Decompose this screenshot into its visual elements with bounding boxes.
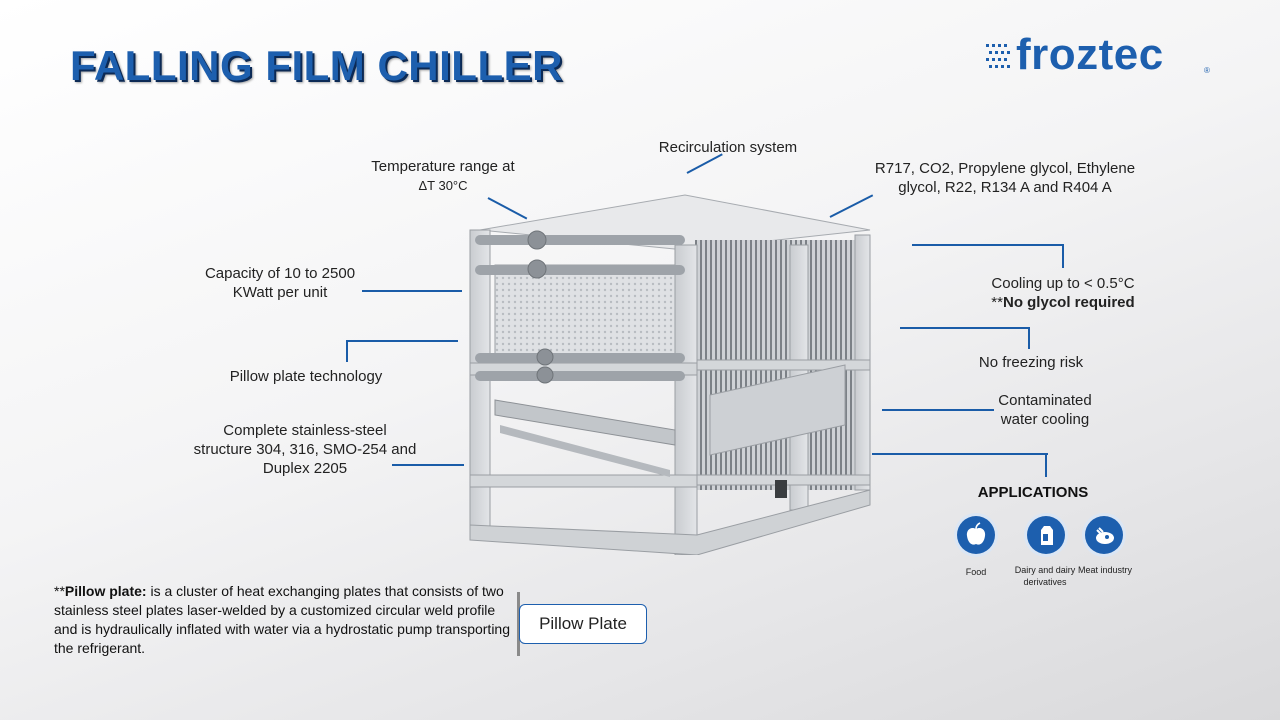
- chiller-machine-illustration: [469, 194, 871, 555]
- label-cooling-prefix: **: [991, 294, 1003, 311]
- label-refrigerants: R717, CO2, Propylene glycol, Ethylene gl…: [850, 159, 1160, 197]
- footnote-text: is a cluster of heat exchanging plates t…: [54, 583, 511, 656]
- label-contaminated-line1: Contaminated: [998, 392, 1092, 409]
- app-label-dairy: Dairy and dairy derivatives: [1014, 565, 1076, 587]
- label-stainless-line3: Duplex 2205: [262, 460, 348, 477]
- leader-line-stainless: [392, 464, 464, 466]
- page-title: FALLING FILM CHILLER: [70, 42, 563, 89]
- label-stainless-structure: Complete stainless-steel structure 304, …: [180, 421, 430, 478]
- label-pillow-technology: Pillow plate technology: [229, 368, 383, 385]
- pillow-plate-footnote: **Pillow plate: is a cluster of heat exc…: [54, 582, 514, 658]
- leader-line-cooling-vertical: [1062, 244, 1064, 268]
- label-refrigerants-line1: R717, CO2, Propylene glycol, Ethylene: [874, 160, 1136, 177]
- app-label-meat: Meat industry: [1077, 565, 1133, 575]
- leader-line-applications: [872, 453, 1048, 455]
- divider-bar: [517, 592, 520, 656]
- label-stainless-line2: structure 304, 316, SMO-254 and: [193, 441, 417, 458]
- label-capacity: Capacity of 10 to 2500 KWatt per unit: [180, 264, 380, 302]
- leader-line-pillow-vertical: [346, 340, 348, 362]
- app-label-food: Food: [965, 567, 987, 577]
- label-temperature-range: Temperature range at ΔT 30°C: [350, 157, 536, 195]
- label-recirculation: Recirculation system: [658, 139, 798, 156]
- applications-title: APPLICATIONS: [977, 484, 1089, 501]
- apple-icon: [957, 516, 995, 554]
- leader-line-freezing-vertical: [1028, 327, 1030, 349]
- leader-line-applications-vertical: [1045, 453, 1047, 477]
- footnote-prefix: **: [54, 583, 65, 599]
- leader-line-pillow: [346, 340, 458, 342]
- label-temperature-line1: Temperature range at: [371, 158, 515, 175]
- label-cooling-line2: No glycol required: [1002, 294, 1135, 311]
- pillow-plate-button[interactable]: Pillow Plate: [519, 604, 647, 644]
- footnote-term: Pillow plate:: [64, 583, 147, 599]
- leader-line-cooling: [912, 244, 1064, 246]
- leader-line-freezing: [900, 327, 1030, 329]
- label-no-freezing: No freezing risk: [978, 354, 1084, 371]
- label-cooling: Cooling up to < 0.5°C **No glycol requir…: [960, 274, 1166, 312]
- label-cooling-line1: Cooling up to < 0.5°C: [991, 275, 1135, 292]
- froztec-logo: froztec ®: [986, 30, 1216, 80]
- label-capacity-line1: Capacity of 10 to 2500: [204, 265, 356, 282]
- milk-carton-icon: [1027, 516, 1065, 554]
- leader-line-contaminated: [882, 409, 994, 411]
- leader-line-capacity: [362, 290, 462, 292]
- label-capacity-line2: KWatt per unit: [232, 284, 328, 301]
- logo-text: froztec: [1016, 30, 1164, 79]
- label-contaminated-line2: water cooling: [1000, 411, 1090, 428]
- registered-mark: ®: [1204, 66, 1210, 75]
- label-stainless-line1: Complete stainless-steel: [223, 422, 387, 439]
- label-refrigerants-line2: glycol, R22, R134 A and R404 A: [898, 179, 1112, 196]
- label-temperature-line2: ΔT 30°C: [418, 178, 468, 193]
- meat-icon: [1085, 516, 1123, 554]
- label-contaminated: Contaminated water cooling: [980, 391, 1110, 429]
- logo-dots-icon: [986, 44, 1010, 68]
